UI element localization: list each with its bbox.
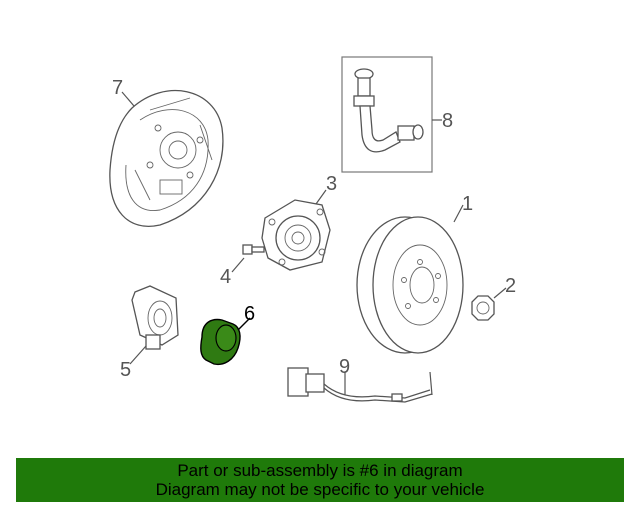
- callout-6: 6: [244, 303, 255, 325]
- parts-diagram: 7 8 3 4 1: [109, 56, 516, 403]
- part-5-bearing-housing: [131, 285, 179, 350]
- banner-line-1: Part or sub-assembly is #6 in diagram: [177, 461, 463, 480]
- part-1-brake-disc: [356, 216, 464, 354]
- part-7-backing-plate: [109, 89, 224, 227]
- callout-5: 5: [120, 359, 131, 381]
- callout-9: 9: [339, 356, 350, 378]
- part-8-brake-hose: [341, 56, 433, 173]
- part-2-hub-nut: [471, 295, 495, 321]
- callout-4: 4: [220, 266, 231, 288]
- callout-1: 1: [462, 193, 473, 215]
- callout-7: 7: [112, 77, 123, 99]
- part-6-seal[interactable]: [200, 318, 241, 366]
- callout-3: 3: [326, 173, 337, 195]
- part-9-abs-sensor: [287, 367, 433, 403]
- callout-2: 2: [505, 275, 516, 297]
- banner-line-2: Diagram may not be specific to your vehi…: [155, 480, 485, 499]
- callout-8: 8: [442, 110, 453, 132]
- part-4-bolt: [242, 244, 265, 255]
- info-banner: Part or sub-assembly is #6 in diagram Di…: [16, 458, 624, 502]
- part-3-hub: [261, 199, 331, 271]
